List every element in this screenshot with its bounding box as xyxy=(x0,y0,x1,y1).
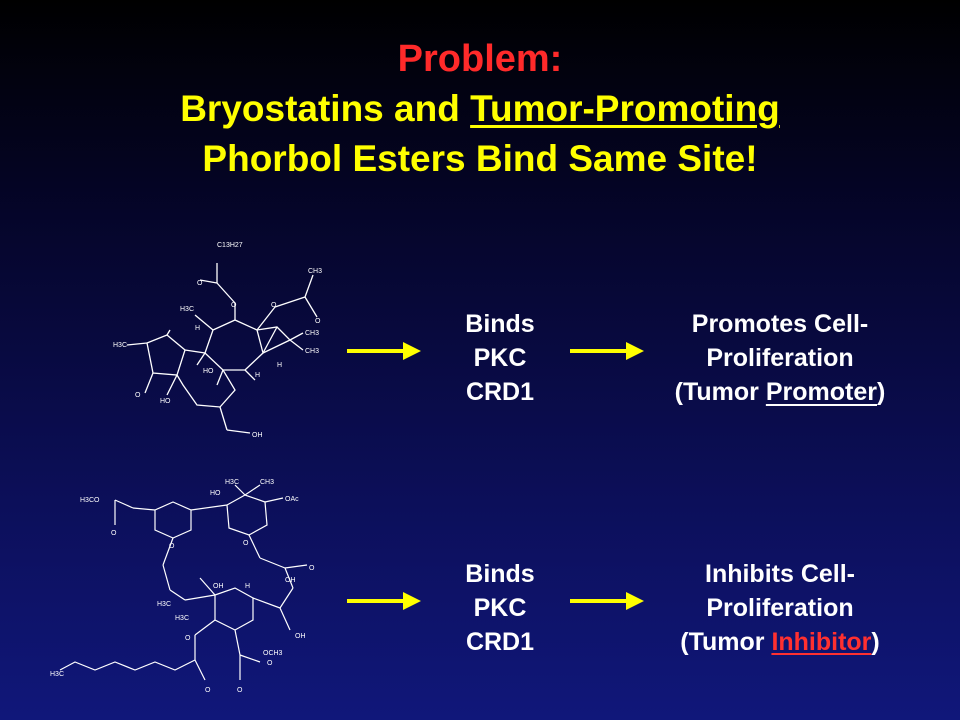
binds-line: Binds xyxy=(465,310,535,338)
label-oh: OH xyxy=(295,633,306,640)
label-h3co: H3CO xyxy=(80,497,100,504)
binds-line: Binds xyxy=(465,560,535,588)
label-ch3: CH3 xyxy=(305,330,319,337)
result-close: ) xyxy=(871,628,880,656)
label-ho: HO xyxy=(203,368,214,375)
result-open: (Tumor xyxy=(674,378,766,406)
label-ho: HO xyxy=(210,490,221,497)
label-o: O xyxy=(185,635,191,642)
label-o: O xyxy=(205,687,211,694)
label-h3c: H3C xyxy=(175,615,189,622)
result-line-3: (Tumor Promoter) xyxy=(630,375,930,409)
crd1-line: CRD1 xyxy=(465,378,535,406)
title-line-3: Phorbol Esters Bind Same Site! xyxy=(202,138,758,179)
label-o: O xyxy=(237,687,243,694)
arrow-to-binds-2 xyxy=(347,592,421,610)
binds-pkc-crd1-2: Binds PKC CRD1 xyxy=(440,557,560,659)
label-ch3: CH3 xyxy=(260,479,274,486)
result-line-3: (Tumor Inhibitor) xyxy=(630,625,930,659)
crd1-line: CRD1 xyxy=(465,628,535,656)
label-c13h27: C13H27 xyxy=(217,242,243,249)
label-o: O xyxy=(231,302,237,309)
label-o: O xyxy=(197,280,203,287)
title-line-2-prefix: Bryostatins and xyxy=(180,88,471,129)
label-ch3: CH3 xyxy=(308,268,322,275)
label-h: H xyxy=(195,325,200,332)
result-line-2: Proliferation xyxy=(706,344,854,372)
binds-pkc-crd1-1: Binds PKC CRD1 xyxy=(440,307,560,409)
label-o: O xyxy=(135,392,141,399)
label-o: O xyxy=(169,543,175,550)
label-h: H xyxy=(277,362,282,369)
bryostatin-structure: H3CO O HO H3C CH3 OAc O O OH OH H O H3C … xyxy=(50,479,315,694)
result-line-1: Promotes Cell- xyxy=(691,310,869,338)
slide-title: Problem: Bryostatins and Tumor-Promoting… xyxy=(0,34,960,184)
label-h3c: H3C xyxy=(113,342,127,349)
promoter-keyword: Promoter xyxy=(765,378,877,406)
title-line-2: Bryostatins and Tumor-Promoting xyxy=(0,84,960,134)
label-och3: OCH3 xyxy=(263,650,283,657)
label-h: H xyxy=(255,372,260,379)
label-oac: OAc xyxy=(285,496,299,503)
phorbol-ester-structure: C13H27 O O O O CH3 H3C H CH3 CH3 H3C HO … xyxy=(113,242,322,439)
result-close: ) xyxy=(877,378,886,406)
result-promoter: Promotes Cell- Proliferation (Tumor Prom… xyxy=(630,307,930,409)
label-h: H xyxy=(245,583,250,590)
label-o: O xyxy=(315,318,321,325)
pkc-line: PKC xyxy=(473,344,527,372)
label-ho: HO xyxy=(160,398,171,405)
label-o: O xyxy=(271,302,277,309)
arrow-to-result-2 xyxy=(570,592,644,610)
inhibitor-keyword: Inhibitor xyxy=(771,628,872,656)
label-o: O xyxy=(267,660,273,667)
label-h3c: H3C xyxy=(225,479,239,486)
label-o: O xyxy=(243,540,249,547)
label-oh: OH xyxy=(213,583,224,590)
label-o: O xyxy=(309,565,315,572)
result-open: (Tumor xyxy=(680,628,772,656)
label-h3c: H3C xyxy=(50,671,64,678)
title-tumor-promoting: Tumor-Promoting xyxy=(470,88,780,129)
pkc-line: PKC xyxy=(473,594,527,622)
result-line-2: Proliferation xyxy=(706,594,854,622)
result-inhibitor: Inhibits Cell- Proliferation (Tumor Inhi… xyxy=(630,557,930,659)
arrow-to-result-1 xyxy=(570,342,644,360)
label-o: O xyxy=(111,530,117,537)
label-oh: OH xyxy=(252,432,263,439)
label-ch3: CH3 xyxy=(305,348,319,355)
label-h3c: H3C xyxy=(157,601,171,608)
label-h3c: H3C xyxy=(180,306,194,313)
label-oh: OH xyxy=(285,577,296,584)
title-line-problem: Problem: xyxy=(397,38,563,80)
result-line-1: Inhibits Cell- xyxy=(705,560,855,588)
arrow-to-binds-1 xyxy=(347,342,421,360)
